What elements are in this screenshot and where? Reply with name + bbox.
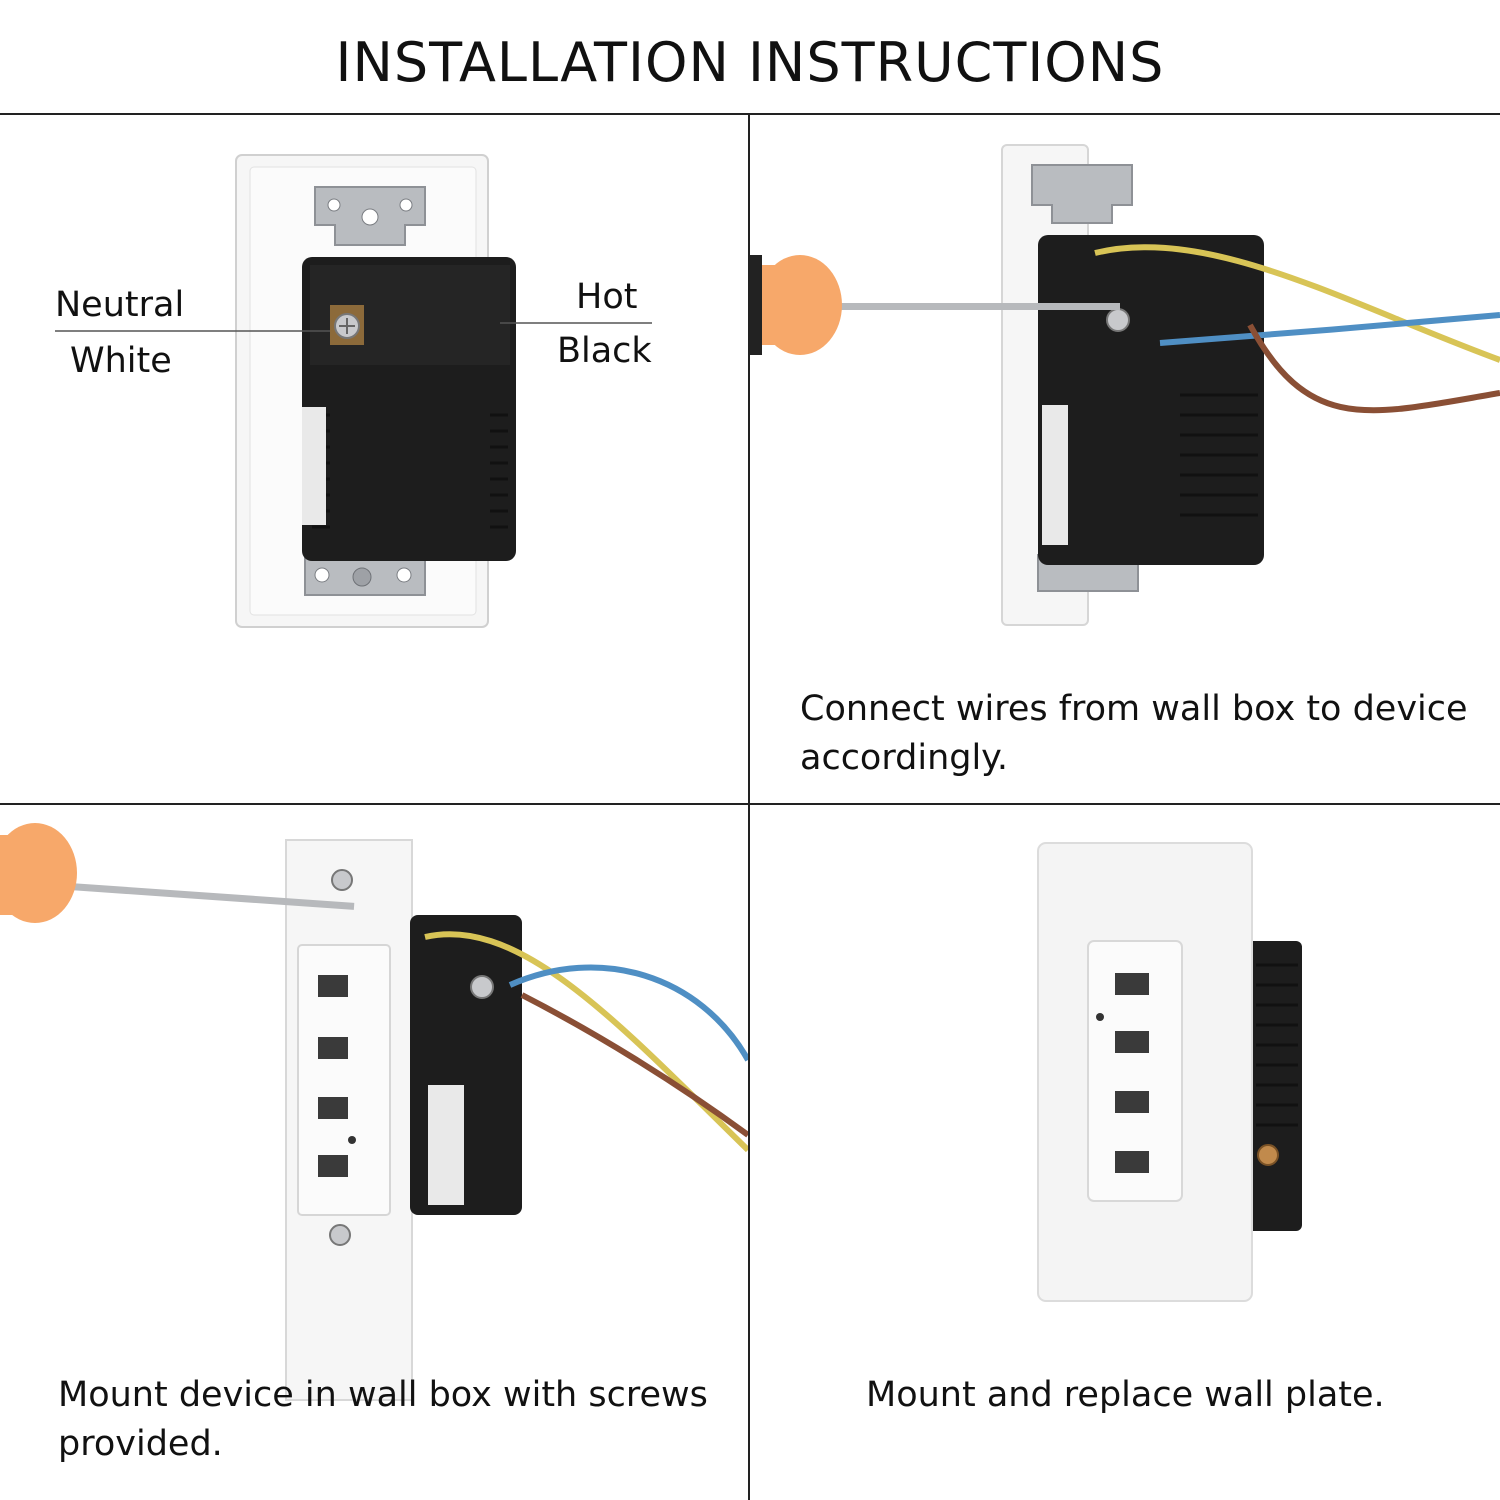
step-connect-wires: Connect wires from wall box to device ac…: [750, 115, 1500, 803]
middle-divider: [0, 803, 1500, 805]
step-replace-wall-plate: Mount and replace wall plate.: [750, 805, 1500, 1500]
center-divider: [748, 115, 750, 1500]
connect-wires-illustration: [750, 144, 1500, 626]
black-label: Black: [557, 331, 652, 371]
mount-device-caption: Mount device in wall box with screws pro…: [58, 1375, 708, 1464]
step-mount-device: Mount device in wall box with screws pro…: [0, 805, 748, 1500]
neutral-label: Neutral: [55, 285, 185, 325]
hot-label: Hot: [576, 277, 638, 317]
mount-device-illustration: [0, 823, 748, 1401]
device-rear-illustration: [55, 154, 652, 628]
replace-wall-plate-caption: Mount and replace wall plate.: [866, 1375, 1385, 1415]
step-wiring-diagram: Neutral White Hot Black: [0, 115, 748, 803]
title-divider: [0, 113, 1500, 115]
connect-wires-caption: Connect wires from wall box to device ac…: [800, 689, 1468, 778]
white-label: White: [70, 341, 172, 381]
wall-plate-illustration: [1037, 842, 1302, 1302]
page-title: INSTALLATION INSTRUCTIONS: [335, 31, 1165, 94]
